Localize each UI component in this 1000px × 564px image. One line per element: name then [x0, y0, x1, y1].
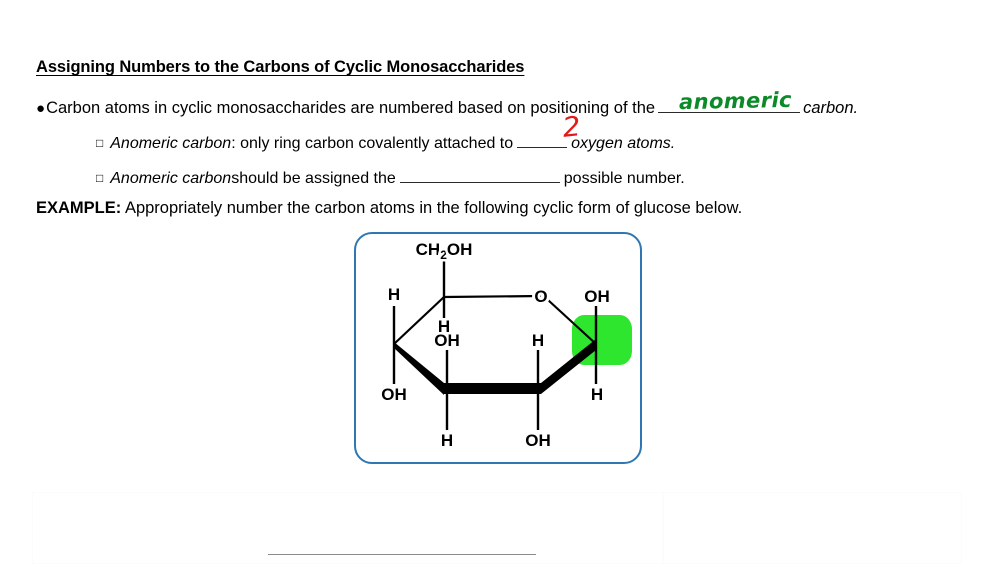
label-c2-h: H — [532, 331, 544, 350]
sub-bullet-1-text-before: : only ring carbon covalently attached t… — [231, 135, 514, 152]
bond-c2-c1-bold — [541, 339, 596, 394]
bond-c4-c5 — [393, 296, 445, 345]
page-title: Assigning Numbers to the Carbons of Cycl… — [36, 58, 525, 76]
bond-o-c1 — [547, 299, 597, 345]
sub-bullet-anomeric-definition: □ Anomeric carbon : only ring carbon cov… — [96, 130, 675, 153]
main-bullet-line: ● Carbon atoms in cyclic monosaccharides… — [36, 92, 858, 118]
label-c1-oh: OH — [584, 287, 610, 306]
bullet-dot-icon: ● — [36, 100, 46, 117]
label-c4-oh: OH — [381, 385, 407, 404]
label-ch2oh: CH2OH — [416, 240, 473, 262]
bond-c5-o — [443, 294, 542, 299]
sub-bullet-2-text-before: should be assigned the — [231, 170, 396, 187]
example-text: Appropriately number the carbon atoms in… — [121, 199, 743, 217]
sub-bullet-assignment-rule: □ Anomeric carbon should be assigned the… — [96, 165, 685, 188]
square-bullet-icon: □ — [96, 136, 104, 150]
label-ring-oxygen: O — [534, 287, 547, 306]
bond-c4-c3-bold — [394, 342, 444, 395]
example-keyword: EXAMPLE: — [36, 199, 122, 217]
bottom-divider — [268, 554, 536, 555]
label-c5-h: H — [438, 317, 450, 336]
main-bullet-text-after: carbon. — [803, 99, 859, 117]
label-c2-oh: OH — [525, 431, 551, 450]
sub-bullet-1-text-after: oxygen atoms. — [571, 135, 676, 152]
main-bullet-text-before: Carbon atoms in cyclic monosaccharides a… — [46, 99, 656, 117]
example-line: EXAMPLE: Appropriately number the carbon… — [36, 199, 742, 218]
ghost-panel-right — [662, 492, 962, 564]
square-bullet-icon: □ — [96, 171, 104, 185]
label-c3-h: H — [441, 431, 453, 450]
sub-bullet-2-text-after: possible number. — [563, 170, 685, 187]
fill-blank-oxygen-count[interactable] — [517, 130, 568, 148]
label-c4-h: H — [388, 285, 400, 304]
sub-bullet-1-term: Anomeric carbon — [110, 135, 232, 152]
fill-blank-possible-number[interactable] — [399, 165, 560, 183]
glucose-structure-diagram: CH2OH O H H OH OH H H OH OH — [379, 238, 632, 453]
bond-c3-c2-bold — [444, 383, 541, 394]
glucose-figure-box: CH2OH O H H OH OH H H OH OH — [354, 232, 642, 464]
fill-blank-anomeric[interactable] — [658, 92, 801, 113]
label-c3-oh: OH — [434, 331, 460, 350]
sub-bullet-2-term: Anomeric carbon — [110, 170, 232, 187]
label-c1-h: H — [591, 385, 603, 404]
